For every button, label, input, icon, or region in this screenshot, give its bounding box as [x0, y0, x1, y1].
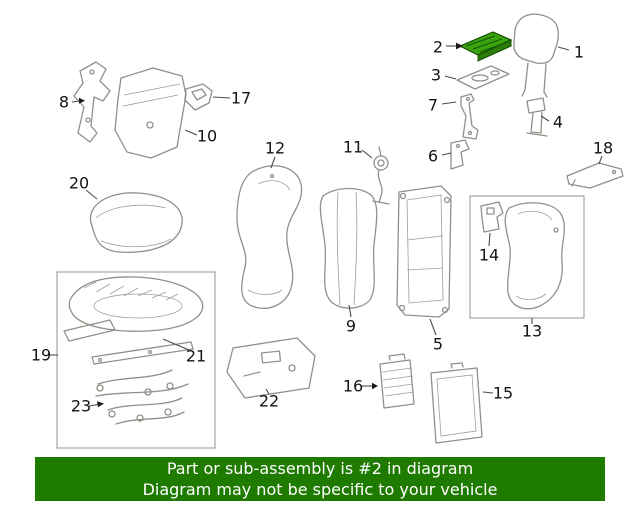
part-4-headrest-guide-sketch — [526, 97, 548, 137]
part-2-highlighted-module-sketch — [458, 31, 513, 62]
part-22-mat-panel-sketch — [226, 337, 316, 399]
part-21-pad-sketch — [63, 319, 116, 342]
part-label-6: 6 — [427, 146, 439, 166]
part-7-bracket-sketch — [460, 93, 479, 140]
part-14-clip-sketch — [480, 201, 504, 233]
part-5-seat-frame-sketch — [396, 185, 452, 318]
leader-lines — [49, 42, 603, 408]
part-label-23: 23 — [70, 396, 92, 416]
part-label-5: 5 — [432, 334, 444, 354]
part-label-4: 4 — [552, 112, 564, 132]
part-1-headrest-sketch — [513, 13, 559, 98]
part-label-8: 8 — [58, 92, 70, 112]
part-19-cushion-assembly-box-sketch — [56, 271, 216, 449]
part-18-trim-strip-sketch — [566, 162, 624, 189]
part-label-1: 1 — [573, 42, 585, 62]
part-label-12: 12 — [264, 138, 286, 158]
part-label-21: 21 — [185, 346, 207, 366]
arrow-icon — [97, 401, 104, 408]
part-20-seat-cushion-sketch — [89, 192, 183, 253]
banner-line-1: Part or sub-assembly is #2 in diagram — [166, 459, 474, 478]
part-12-seatback-cover-sketch — [236, 165, 303, 310]
part-label-13: 13 — [521, 321, 543, 341]
part-label-20: 20 — [68, 173, 90, 193]
part-label-3: 3 — [430, 65, 442, 85]
part-13-side-trim-panel-sketch — [469, 195, 585, 319]
arrow-icon — [372, 382, 378, 390]
arrow-icon — [79, 97, 85, 104]
banner-line-2: Diagram may not be specific to your vehi… — [142, 480, 498, 499]
part-10-back-panel-sketch — [114, 67, 187, 159]
part-label-18: 18 — [592, 138, 614, 158]
part-23-wiring-harness-sketch — [95, 369, 189, 425]
part-label-7: 7 — [427, 95, 439, 115]
part-label-22: 22 — [258, 391, 280, 411]
part-label-9: 9 — [345, 316, 357, 336]
part-label-17: 17 — [230, 88, 252, 108]
part-label-16: 16 — [342, 376, 364, 396]
part-17-clip-bracket-sketch — [184, 83, 213, 111]
part-label-19: 19 — [30, 345, 52, 365]
part-label-14: 14 — [478, 245, 500, 265]
arrow-icon — [456, 42, 463, 50]
part-label-11: 11 — [342, 137, 364, 157]
part-label-15: 15 — [492, 383, 514, 403]
part-8-side-panel-sketch — [73, 61, 111, 143]
part-6-bracket-sketch — [450, 139, 470, 170]
part-label-10: 10 — [196, 126, 218, 146]
banner: Part or sub-assembly is #2 in diagram Di… — [35, 457, 605, 501]
part-16-control-module-sketch — [379, 353, 415, 409]
part-9-seatback-pad-sketch — [319, 187, 378, 309]
part-15-trim-panel-sketch — [430, 362, 483, 444]
part-label-2: 2 — [432, 37, 444, 57]
part-3-module-plate-sketch — [456, 65, 510, 90]
part-11-strap-sketch — [372, 146, 390, 205]
